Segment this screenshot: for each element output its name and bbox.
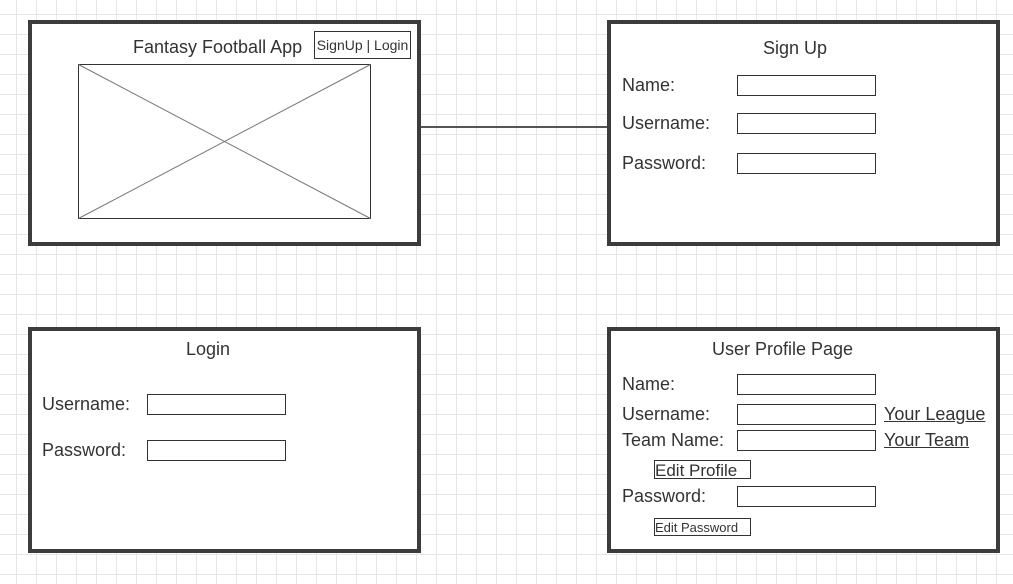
profile-title: User Profile Page [712, 339, 854, 359]
login-username-label: Username: [42, 394, 131, 414]
edit-profile-button[interactable]: Edit Profile [654, 460, 751, 479]
signup-password-label: Password: [622, 153, 707, 173]
signup-login-label: SignUp | Login [316, 37, 409, 53]
signup-name-field[interactable] [737, 75, 876, 96]
login-password-label: Password: [42, 440, 127, 460]
profile-screen-frame: User Profile Page Name: Username: Your L… [607, 327, 1000, 553]
signup-password-field[interactable] [737, 153, 876, 174]
profile-password-field[interactable] [737, 486, 876, 507]
edit-password-button[interactable]: Edit Password [654, 518, 751, 536]
profile-username-field[interactable] [737, 404, 876, 425]
profile-username-label: Username: [622, 404, 711, 424]
image-placeholder [78, 64, 371, 219]
profile-team-name-label: Team Name: [622, 430, 725, 450]
signup-username-label: Username: [622, 113, 711, 133]
profile-password-label: Password: [622, 486, 707, 506]
profile-name-field[interactable] [737, 374, 876, 395]
your-league-link[interactable]: Your League [884, 404, 986, 424]
login-title: Login [186, 339, 231, 359]
profile-name-label: Name: [622, 374, 676, 394]
your-team-link[interactable]: Your Team [884, 430, 970, 450]
login-screen-frame: Login Username: Password: [28, 327, 421, 553]
profile-team-name-field[interactable] [737, 430, 876, 451]
home-screen-frame: Fantasy Football App SignUp | Login [28, 20, 421, 246]
signup-name-label: Name: [622, 75, 676, 95]
signup-screen-frame: Sign Up Name: Username: Password: [607, 20, 1000, 246]
signup-title: Sign Up [763, 38, 828, 58]
edit-password-label: Edit Password [655, 520, 739, 535]
login-username-field[interactable] [147, 394, 286, 415]
home-title: Fantasy Football App [133, 37, 303, 57]
signup-login-button[interactable]: SignUp | Login [314, 31, 411, 59]
signup-username-field[interactable] [737, 113, 876, 134]
flow-connector-line [421, 126, 607, 128]
edit-profile-label: Edit Profile [655, 461, 738, 480]
login-password-field[interactable] [147, 440, 286, 461]
